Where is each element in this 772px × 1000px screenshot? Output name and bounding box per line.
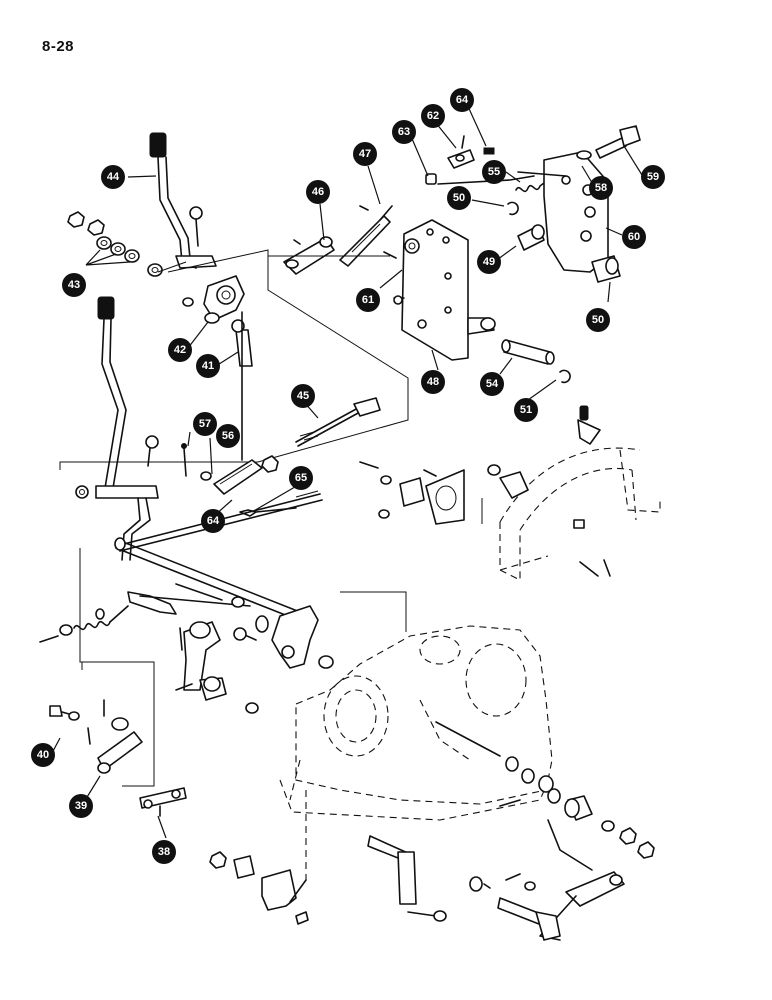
callout-47: 47 — [353, 142, 377, 166]
svg-text:40: 40 — [37, 749, 49, 761]
pivot-lever — [175, 621, 259, 714]
callout-leaders — [51, 101, 643, 839]
svg-text:46: 46 — [312, 186, 324, 198]
svg-text:38: 38 — [158, 846, 170, 858]
page-number: 8-28 — [42, 38, 75, 55]
rod-45 — [295, 397, 381, 447]
callout-63: 64 — [450, 88, 474, 112]
callout-50-lower: 51 — [514, 398, 538, 422]
callout-43: 43 — [62, 273, 86, 297]
callout-54: 55 — [482, 160, 506, 184]
callout-40: 40 — [31, 743, 55, 767]
spring-54 — [515, 179, 549, 193]
callout-61: 62 — [421, 104, 445, 128]
lever-39 — [49, 699, 143, 774]
callout-60: 61 — [356, 288, 380, 312]
callout-49-upper: 49 — [477, 250, 501, 274]
fender-bracket — [487, 405, 661, 581]
callout-51: 54 — [480, 372, 504, 396]
svg-text:64: 64 — [207, 515, 220, 527]
svg-text:39: 39 — [75, 800, 87, 812]
link-38 — [139, 787, 187, 817]
arm-46-47 — [283, 205, 397, 275]
svg-text:43: 43 — [68, 279, 80, 291]
callout-58: 59 — [641, 165, 665, 189]
callout-62: 63 — [392, 120, 416, 144]
guide-line — [340, 591, 407, 632]
main-shift-lever — [75, 296, 187, 561]
callout-42: 42 — [168, 338, 192, 362]
callout-45: 45 — [291, 384, 315, 408]
svg-text:51: 51 — [520, 404, 532, 416]
callout-64: 64 — [201, 509, 225, 533]
callout-55: 56 — [216, 424, 240, 448]
callout-41: 41 — [196, 354, 220, 378]
svg-text:62: 62 — [427, 110, 439, 122]
svg-text:58: 58 — [595, 182, 607, 194]
retaining-clips — [507, 201, 571, 384]
svg-text:60: 60 — [628, 231, 640, 243]
pin-51 — [501, 339, 555, 365]
svg-text:54: 54 — [486, 378, 499, 390]
svg-text:49: 49 — [483, 256, 495, 268]
callout-56: 57 — [193, 412, 217, 436]
svg-text:59: 59 — [647, 171, 659, 183]
bushing-49a — [517, 224, 545, 251]
svg-text:63: 63 — [398, 126, 410, 138]
detent-parts — [425, 135, 535, 185]
svg-text:44: 44 — [107, 171, 120, 183]
washer-set — [67, 211, 163, 277]
svg-text:42: 42 — [174, 344, 186, 356]
svg-text:64: 64 — [456, 94, 469, 106]
spring-assembly — [39, 605, 129, 643]
svg-text:56: 56 — [222, 430, 234, 442]
pin-bracket — [359, 461, 465, 525]
callout-44: 44 — [101, 165, 125, 189]
cross-shaft — [114, 537, 334, 669]
callout-65: 65 — [289, 466, 313, 490]
transmission-housing — [279, 625, 553, 821]
svg-text:55: 55 — [488, 166, 500, 178]
callout-57: 58 — [589, 176, 613, 200]
callout-50-upper: 50 — [447, 186, 471, 210]
callout-49-lower: 50 — [586, 308, 610, 332]
svg-text:57: 57 — [199, 418, 211, 430]
svg-text:61: 61 — [362, 294, 374, 306]
svg-text:65: 65 — [295, 472, 307, 484]
upper-shift-lever — [149, 132, 217, 269]
pivot-bracket — [182, 275, 253, 367]
selector-shaft — [435, 721, 655, 859]
callout-38: 38 — [152, 840, 176, 864]
svg-text:50: 50 — [453, 192, 465, 204]
callout-39: 39 — [69, 794, 93, 818]
svg-text:41: 41 — [202, 360, 214, 372]
gate-plate — [393, 219, 496, 361]
callout-46: 46 — [306, 180, 330, 204]
clevis-link — [200, 311, 279, 495]
callout-59: 60 — [622, 225, 646, 249]
svg-text:48: 48 — [427, 376, 439, 388]
bracket-59 — [517, 125, 641, 273]
svg-text:47: 47 — [359, 148, 371, 160]
bushing-49b — [591, 255, 621, 283]
svg-text:50: 50 — [592, 314, 604, 326]
callout-48: 48 — [421, 370, 445, 394]
bottom-linkage — [209, 790, 625, 941]
svg-text:45: 45 — [297, 390, 309, 402]
